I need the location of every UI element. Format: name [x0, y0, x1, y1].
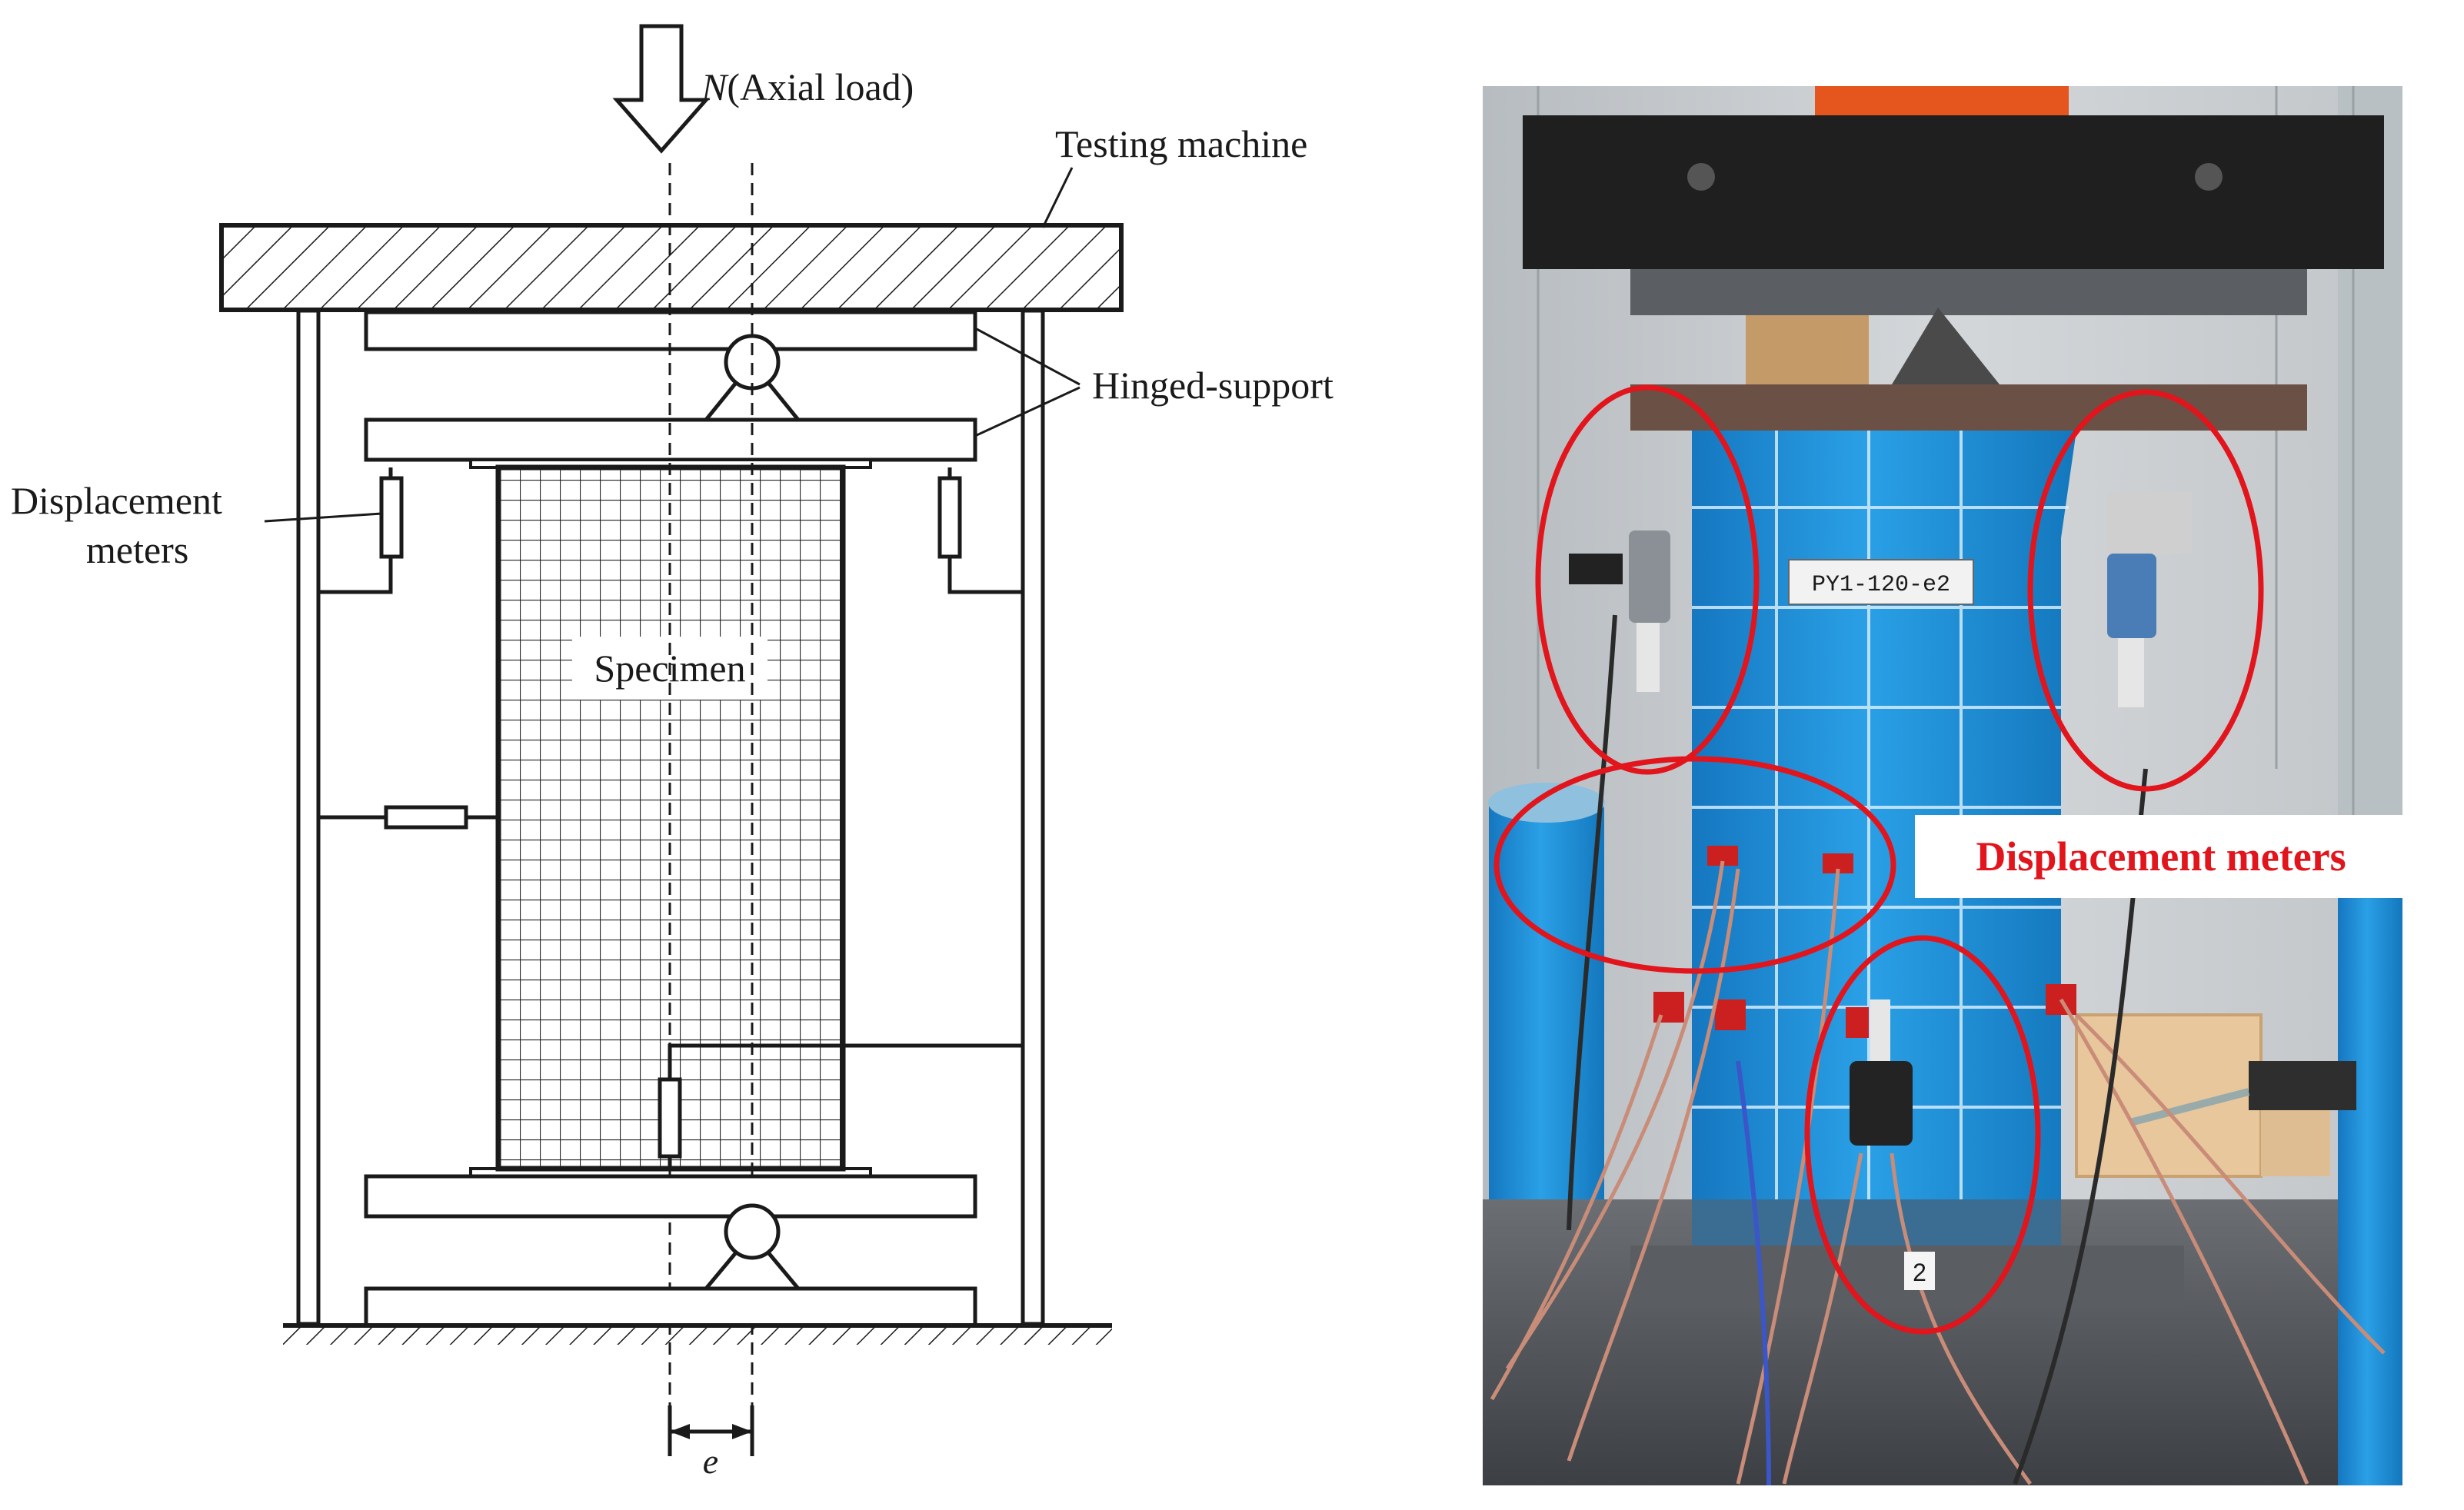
right-blue-specimen — [2338, 892, 2402, 1485]
test-setup-schematic: N(Axial load) Testing machine Hinged-sup… — [11, 24, 1334, 1481]
lower-hinge-pin — [724, 1203, 781, 1260]
meter-top-right — [937, 467, 1023, 594]
spacer-block — [1746, 315, 1869, 384]
knife-edge-hinge — [1892, 308, 2000, 384]
machine-platen — [1523, 115, 2384, 269]
small-number-tag — [1904, 1252, 1935, 1290]
specimen-tag-text: PY1-120-e2 — [1812, 572, 1950, 598]
specimen-tag — [1788, 559, 1974, 605]
testing-machine-beam — [219, 223, 1124, 312]
meter-mid-left — [318, 805, 498, 830]
displacement-meters-label-line1: Displacement — [11, 479, 222, 522]
small-number-tag-text: 2 — [1913, 1259, 1926, 1286]
callout-ellipse-top-right — [2027, 389, 2264, 792]
frame-column-left — [296, 308, 321, 1326]
displacement-meters-leader — [264, 512, 382, 523]
gauge-wires — [1490, 860, 2386, 1485]
axial-load-arrow — [612, 24, 711, 154]
meter-bottom-centre — [658, 1043, 1023, 1169]
axial-load-label: N(Axial load) — [701, 65, 914, 108]
frame-column-right — [1021, 308, 1045, 1326]
axial-load-text: (Axial load) — [727, 65, 914, 108]
specimen-base-plate — [1692, 1199, 2061, 1246]
lower-hinge-top-plate — [364, 1174, 977, 1219]
lvdt-right-stand — [2129, 1061, 2356, 1126]
callout-ellipse-top-left — [1535, 384, 1760, 775]
callout-label-box — [1915, 815, 2407, 898]
callout-label: Displacement meters — [1976, 833, 2346, 880]
eccentricity-dimension — [668, 1405, 754, 1456]
testing-machine-label: Testing machine — [1055, 122, 1307, 165]
platen-bolt-hole — [1687, 163, 1715, 191]
lower-hinge-bottom-plate — [364, 1286, 977, 1328]
hinged-support-leader-bottom — [976, 386, 1080, 437]
test-photo: PY1-120-e2 — [1483, 86, 2407, 1486]
callout-ellipse-mid-left — [1493, 756, 1896, 974]
lvdt-top-left — [1569, 530, 1670, 692]
axial-load-symbol: N — [701, 65, 729, 108]
hinged-support-leader-top — [976, 328, 1080, 386]
ground-hatch — [283, 1328, 1112, 1345]
left-specimen-top — [1488, 783, 1605, 823]
callout-ellipse-bottom — [1804, 935, 2041, 1335]
hinged-support-label: Hinged-support — [1092, 364, 1334, 407]
lvdt-bottom-centre — [1850, 999, 1913, 1146]
callout-ellipses — [1493, 384, 2264, 1335]
lvdt-top-right — [2107, 492, 2192, 707]
meter-top-left — [318, 467, 404, 594]
left-blue-specimen — [1489, 800, 1604, 1199]
testing-machine-leader — [1041, 167, 1074, 228]
blue-cable — [1736, 1060, 1771, 1486]
eccentricity-label: e — [703, 1442, 718, 1481]
displacement-meters-label-line2: meters — [86, 528, 188, 571]
machine-bearing-plate — [1630, 269, 2307, 315]
platen-bolt-hole — [2195, 163, 2223, 191]
